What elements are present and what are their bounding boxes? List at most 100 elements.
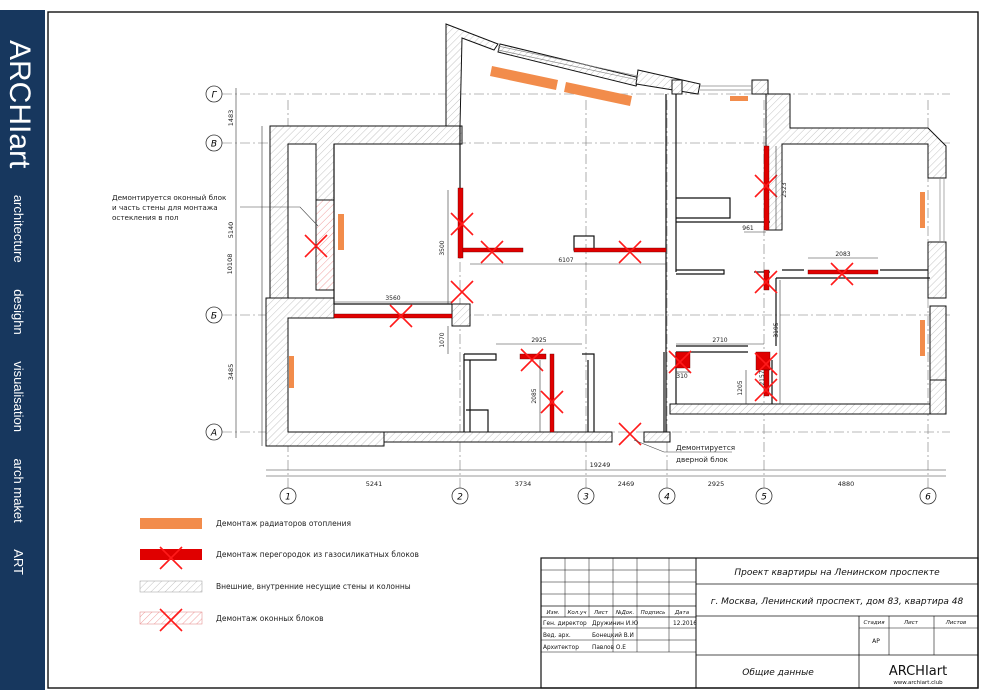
bearing-walls [265, 23, 947, 447]
dim-left-1483: 1483 [227, 110, 235, 127]
hdr-data: Дата [674, 610, 690, 616]
legend-label-radiator: Демонтаж радиаторов отопления [216, 519, 351, 528]
axis-label-a: А [210, 429, 217, 439]
hdr-list: Лист [593, 610, 609, 616]
dim-total-width: 19249 [590, 461, 611, 469]
title-logo: ARCHIart [889, 664, 947, 679]
stage-hdr-listov: Листов [945, 620, 967, 626]
legend-swatch-window [139, 611, 203, 625]
dim-bottom-3734: 3734 [515, 480, 532, 488]
axis-label-4: 4 [664, 493, 670, 503]
dim-1070: 1070 [439, 332, 446, 347]
axis-bubble-1: 1 [279, 487, 297, 505]
legend-label-partition: Демонтаж перегородок из газосиликатных б… [216, 550, 419, 559]
row-date-0: 12.2016 [673, 621, 697, 627]
hdr-koluch: Кол.уч [567, 610, 587, 616]
axis-bubble-3: 3 [577, 487, 595, 505]
dim-2085: 2085 [531, 388, 538, 403]
legend-item-radiator: Демонтаж радиаторов отопления [140, 518, 351, 529]
axis-label-g: Г [211, 91, 217, 101]
window-note-line-3: остекления в пол [112, 213, 179, 222]
dim-2083: 2083 [835, 251, 850, 258]
axis-label-3: 3 [583, 493, 589, 503]
door-note-line-1: Демонтируется [676, 443, 735, 452]
dim-3500: 3500 [439, 240, 446, 255]
title-url: www.archiart.club [893, 680, 943, 686]
axis-bubble-4: 4 [658, 487, 676, 505]
dim-6107: 6107 [558, 257, 573, 264]
dim-3195: 3195 [773, 322, 780, 337]
hdr-ndok: №Док. [615, 610, 635, 616]
door-note-line-2: дверной блок [676, 455, 729, 464]
windows [497, 45, 945, 242]
axis-bubble-5: 5 [755, 487, 773, 505]
axis-letter-bubbles: Г В Б А [205, 85, 223, 441]
radiators [289, 66, 925, 388]
axis-number-bubbles: 1 2 3 4 5 6 [279, 487, 937, 505]
sheet-frame [47, 11, 979, 689]
legend-swatch-walls [139, 580, 203, 593]
door-note: Демонтируется дверной блок [633, 439, 735, 464]
axis-bubble-g: Г [205, 85, 223, 103]
dim-2710: 2710 [712, 337, 727, 344]
dim-left-10108: 10108 [226, 254, 234, 275]
axis-bubble-6: 6 [919, 487, 937, 505]
legend: Демонтаж радиаторов отопления Демонтаж п… [139, 518, 419, 632]
dim-left-3485: 3485 [227, 364, 235, 381]
dim-left-5140: 5140 [227, 222, 235, 239]
axis-label-2: 2 [457, 493, 463, 503]
stage-value: АР [872, 638, 880, 645]
axis-bubble-b: Б [205, 306, 223, 324]
dim-2157: 2157 [759, 370, 766, 385]
axis-label-5: 5 [761, 493, 767, 503]
title-rows: Ген. директор Дружинин И.Ю 12.2016 Вед. … [543, 621, 697, 651]
dim-2523: 2523 [781, 182, 788, 197]
brand-sidebar: ARCHIart architecture desighn visualisat… [0, 10, 45, 690]
legend-item-window: Демонтаж оконных блоков [139, 608, 324, 632]
axis-label-b: Б [211, 312, 217, 322]
axis-label-1: 1 [285, 493, 291, 503]
window-note-line-1: Демонтируется оконный блок [112, 193, 227, 202]
dim-961: 961 [742, 225, 754, 232]
dim-1205: 1205 [737, 380, 744, 395]
row-role-2: Архитектор [543, 645, 579, 651]
legend-swatch-partition [140, 549, 202, 560]
sheet-title: Общие данные [742, 668, 814, 678]
axis-label-6: 6 [925, 493, 931, 503]
dim-bottom-2469: 2469 [618, 480, 635, 488]
legend-label-walls: Внешние, внутренние несущие стены и коло… [216, 582, 411, 591]
interior-partitions [333, 94, 930, 432]
dim-3560: 3560 [385, 295, 400, 302]
hdr-izm: Изм. [547, 610, 560, 616]
row-name-1: Бонецкий В.И [592, 632, 634, 639]
row-name-2: Павлов О.Е [592, 645, 626, 651]
left-dimensions: 1483 5140 10108 3485 [226, 110, 235, 381]
stage-hdr-list: Лист [903, 620, 919, 626]
dim-bottom-2925: 2925 [708, 480, 725, 488]
row-role-0: Ген. директор [543, 621, 587, 627]
dim-2925: 2925 [531, 337, 546, 344]
bottom-dimensions: 5241 3734 2469 2925 4880 19249 [366, 461, 855, 488]
window-note: Демонтируется оконный блок и часть стены… [112, 193, 319, 227]
row-name-0: Дружинин И.Ю [592, 621, 638, 627]
dim-bottom-5241: 5241 [366, 480, 383, 488]
dimension-lines [235, 88, 946, 477]
title-headers: Изм. Кол.уч Лист №Док. Подпись Дата [547, 610, 690, 616]
axis-bubble-v: В [205, 134, 223, 152]
demolish-partitions [333, 145, 879, 433]
row-role-1: Вед. арх. [543, 633, 571, 639]
axis-bubble-2: 2 [451, 487, 469, 505]
dim-bottom-4880: 4880 [838, 480, 855, 488]
stage-headers: Стадия Лист Листов [863, 620, 966, 626]
legend-item-partition: Демонтаж перегородок из газосиликатных б… [140, 546, 419, 570]
hdr-podpis: Подпись [641, 610, 666, 616]
legend-swatch-radiator [140, 518, 202, 529]
dim-310: 310 [676, 373, 688, 380]
axis-label-v: В [211, 140, 217, 150]
project-address: г. Москва, Ленинский проспект, дом 83, к… [711, 597, 964, 607]
project-title: Проект квартиры на Ленинском проспекте [734, 568, 940, 578]
legend-label-window: Демонтаж оконных блоков [216, 614, 324, 623]
interior-dimensions: 3560 3500 1070 6107 2925 2085 961 2523 2… [385, 182, 850, 403]
title-block-lines [540, 557, 979, 689]
